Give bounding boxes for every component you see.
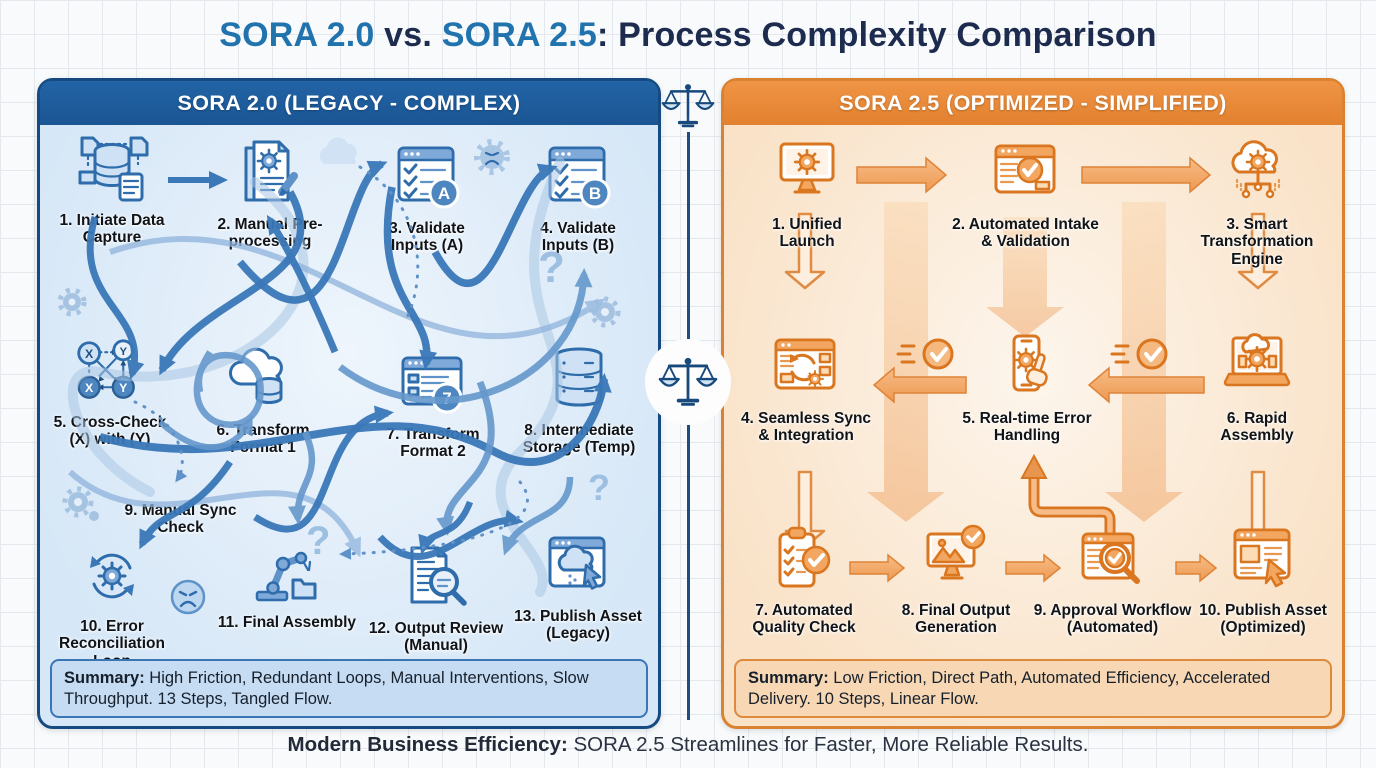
step-legacy-4: B 4. Validate Inputs (B) xyxy=(522,140,634,255)
step-legacy-7: 7 7. Transform Format 2 xyxy=(370,346,496,461)
publish-cursor-icon xyxy=(1233,528,1291,588)
robot-arm-icon xyxy=(255,551,317,602)
page-title: SORA 2.0 vs. SORA 2.5: Process Complexit… xyxy=(219,16,1157,54)
cloud-gear-circuit-icon xyxy=(1231,140,1281,199)
step-legacy-3: A 3. Validate Inputs (A) xyxy=(372,140,482,255)
svg-text:A: A xyxy=(438,184,450,203)
step-optimized-3: 3. Smart Transformation Engine xyxy=(1196,136,1318,268)
step-legacy-12: 12. Output Review (Manual) xyxy=(365,540,507,655)
step-legacy-8: 8. Intermediate Storage (Temp) xyxy=(515,342,643,457)
document-gear-pencil-icon xyxy=(244,140,298,202)
legacy-panel-header: SORA 2.0 (LEGACY - COMPLEX) xyxy=(40,81,658,125)
balance-scale-icon xyxy=(658,356,718,407)
title-sora20: SORA 2.0 xyxy=(219,16,375,54)
step-legacy-11: 11. Final Assembly xyxy=(212,534,362,631)
step-optimized-1: 1. Unified Launch xyxy=(752,136,862,251)
step-optimized-9: 9. Approval Workflow (Automated) xyxy=(1030,522,1195,637)
divider-line-bottom xyxy=(687,420,690,720)
cross-check-graph-icon: X Y X Y xyxy=(77,339,135,399)
svg-text:Y: Y xyxy=(119,381,127,395)
step-legacy-10: 10. Error Reconciliation Loop xyxy=(48,538,176,670)
step-optimized-6: 6. Rapid Assembly xyxy=(1198,330,1316,445)
step-legacy-5: X Y X Y 5. Cross-Check (X) with (Y) xyxy=(45,338,175,449)
step-legacy-13: 13. Publish Asset (Legacy) xyxy=(512,528,644,643)
step-legacy-6: 6. Transform Format 1 xyxy=(200,342,326,457)
clipboard-check-icon xyxy=(778,526,831,588)
optimized-summary: Summary: Low Friction, Direct Path, Auto… xyxy=(734,659,1332,718)
intake-validation-window-icon xyxy=(994,144,1055,194)
step-optimized-8: 8. Final Output Generation xyxy=(892,522,1020,637)
step-optimized-5: 5. Real-time Error Handling xyxy=(958,330,1096,445)
document-magnifier-icon xyxy=(410,546,467,606)
step-legacy-1: 1. Initiate Data Capture xyxy=(52,132,172,247)
svg-text:7: 7 xyxy=(442,389,451,408)
svg-text:Y: Y xyxy=(119,346,127,358)
step-legacy-9: 9. Manual Sync Check xyxy=(124,502,237,537)
storage-stack-icon xyxy=(555,347,603,407)
step-legacy-2: 2. Manual Pre-processing xyxy=(205,136,335,251)
optimized-panel-header: SORA 2.5 (OPTIMIZED - SIMPLIFIED) xyxy=(724,81,1342,125)
monitor-gear-icon xyxy=(779,142,835,194)
sync-integration-window-icon xyxy=(774,338,836,390)
phone-touch-gear-icon xyxy=(1012,334,1048,392)
publish-window-legacy-icon xyxy=(548,536,606,590)
laptop-cloud-gear-icon xyxy=(1223,333,1291,387)
approval-magnifier-icon xyxy=(1081,532,1140,584)
step-optimized-4: 4. Seamless Sync & Integration xyxy=(738,330,874,445)
divider-line-top xyxy=(687,132,690,344)
footer-caption: Modern Business Efficiency: SORA 2.5 Str… xyxy=(287,733,1089,756)
step-optimized-7: 7. Automated Quality Check xyxy=(742,522,866,637)
svg-text:X: X xyxy=(85,381,94,395)
pointing-hand-icon xyxy=(1025,353,1048,387)
legacy-summary: Summary: High Friction, Redundant Loops,… xyxy=(50,659,648,718)
svg-text:X: X xyxy=(85,347,94,361)
database-capture-icon xyxy=(78,136,149,202)
error-loop-gear-icon xyxy=(90,553,134,599)
step-optimized-2: 2. Automated Intake & Validation xyxy=(948,136,1103,251)
cloud-database-icon xyxy=(229,347,283,404)
title-sora25: SORA 2.5 xyxy=(441,16,597,54)
balance-scale-icon xyxy=(661,82,715,128)
checklist-a-icon: A xyxy=(397,146,460,209)
checklist-b-icon: B xyxy=(548,146,611,209)
transform-window-icon: 7 xyxy=(401,356,463,414)
monitor-output-check-icon xyxy=(926,524,986,580)
step-optimized-10: 10. Publish Asset (Optimized) xyxy=(1196,522,1330,637)
svg-text:B: B xyxy=(589,184,601,203)
